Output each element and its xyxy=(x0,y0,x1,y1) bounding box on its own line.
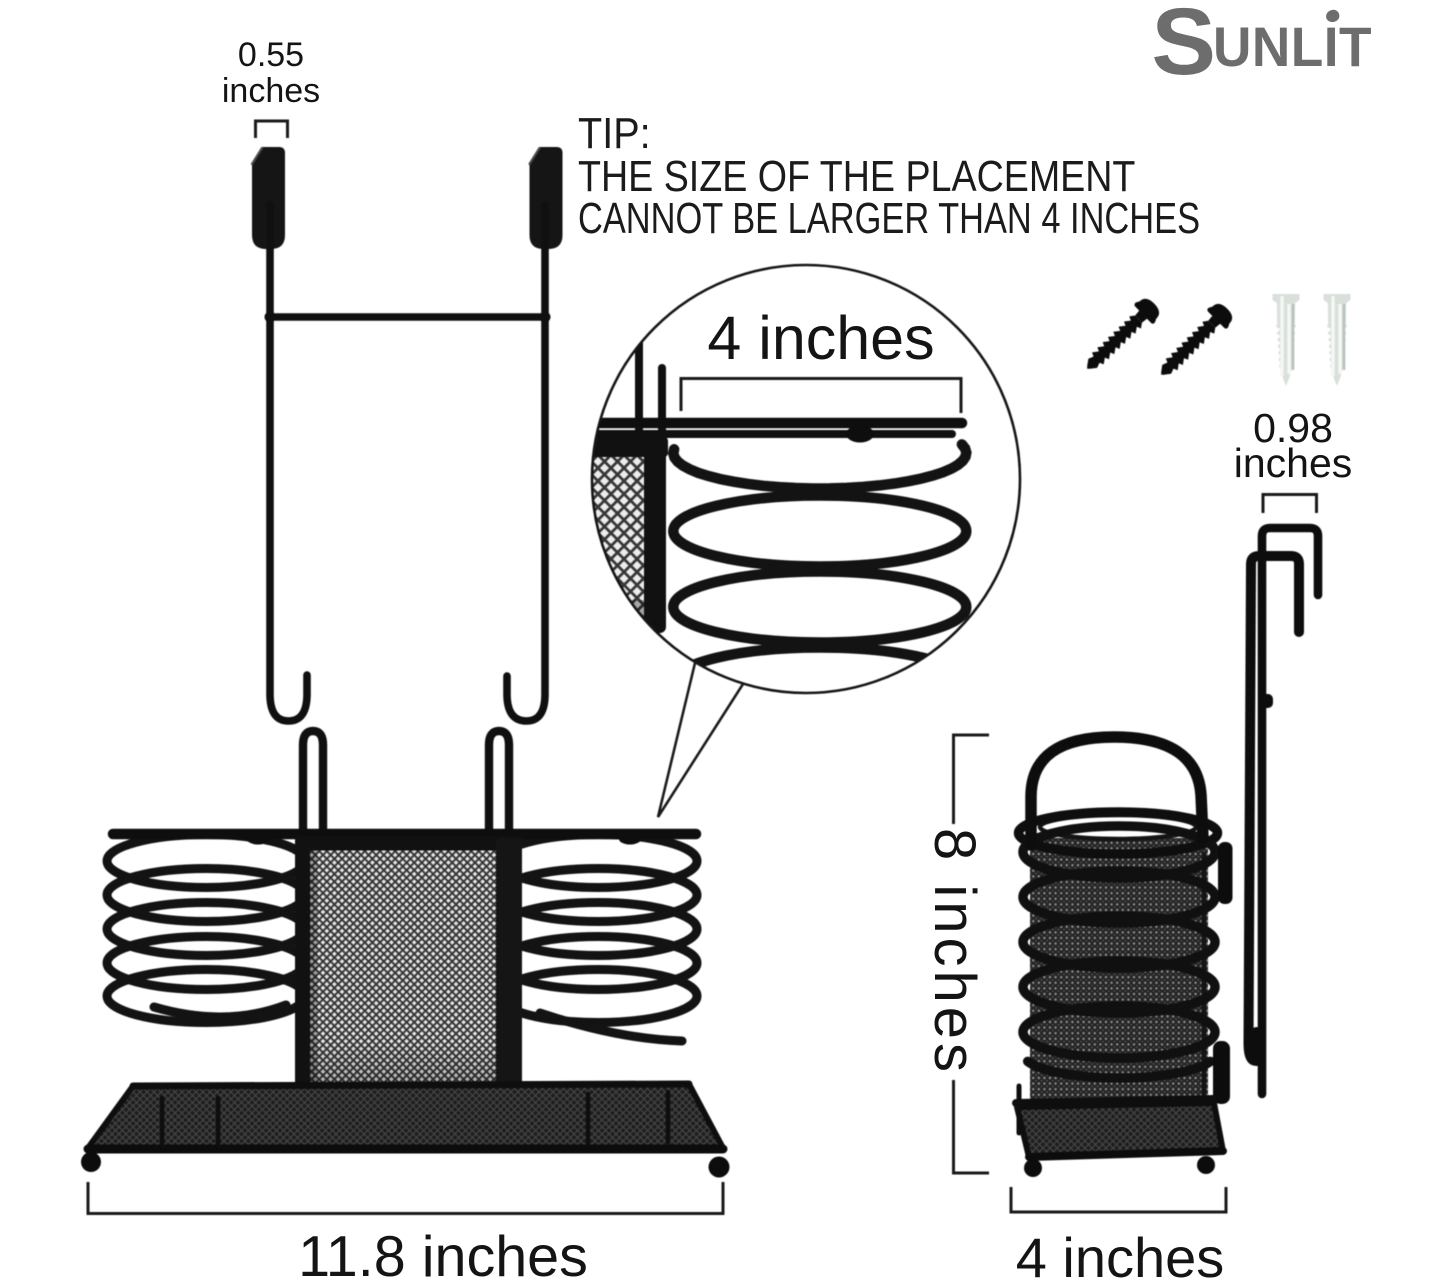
crossbar-joint-left xyxy=(264,311,276,323)
weld-left xyxy=(247,833,269,845)
right-spiral-holder xyxy=(494,830,702,1046)
hanging-hoops xyxy=(298,726,514,835)
logo-letter-s: S xyxy=(1151,0,1216,95)
tray-dividers xyxy=(159,1089,671,1149)
side-view-organizer xyxy=(1012,731,1233,1177)
logo-letter-i: I xyxy=(1324,8,1341,79)
tip-note: TIP: THE SIZE OF THE PLACEMENT CANNOT BE… xyxy=(578,109,1373,243)
label-side-height: 8 inches xyxy=(922,822,987,1082)
door-clearance-value: 0.98 xyxy=(1253,405,1333,451)
label-hook-slot-width: 0.55 inches xyxy=(191,36,351,110)
bracket-side-depth xyxy=(1009,1187,1228,1214)
weld-right xyxy=(619,833,641,845)
inset-weld xyxy=(846,425,874,443)
left-door-bracket xyxy=(252,147,285,249)
bracket-inset-opening xyxy=(679,377,963,413)
logo-letter-t: T xyxy=(1339,15,1373,78)
left-spiral-holder xyxy=(102,830,310,1027)
tip-line2: CANNOT BE LARGER THAN 4 INCHES xyxy=(578,194,1201,243)
front-left-foot xyxy=(81,1152,101,1172)
door-clearance-unit: inches xyxy=(1233,439,1353,486)
label-inset-opening: 4 inches xyxy=(661,304,981,372)
right-door-bracket xyxy=(529,147,563,249)
logo-letters-unl: UNL xyxy=(1213,15,1325,78)
wall-anchor-icon xyxy=(1272,294,1300,386)
side-bottom-rim xyxy=(1012,1095,1217,1107)
tip-heading: TIP: xyxy=(578,109,651,158)
hook-slot-value: 0.55 xyxy=(237,36,305,74)
label-door-clearance: 0.98 inches xyxy=(1212,405,1374,486)
bracket-door-clearance xyxy=(1261,493,1318,513)
base-width-text: 11.8 inches xyxy=(298,1225,588,1280)
wall-anchor-icon xyxy=(1323,294,1351,386)
right-hook-rod xyxy=(503,201,549,725)
front-over-door-hooks xyxy=(250,146,563,725)
screw-icon xyxy=(1087,298,1160,369)
bracket-base-width xyxy=(86,1182,725,1215)
side-rod-hook xyxy=(1257,523,1323,1099)
side-left-foot xyxy=(1024,1159,1042,1177)
dimension-brackets xyxy=(86,119,1318,1215)
hook-slot-unit: inches xyxy=(221,71,321,110)
bracket-side-height xyxy=(952,733,989,1175)
front-organizer xyxy=(81,726,730,1178)
side-height-text: 8 inches xyxy=(922,827,987,1077)
side-hook-nub xyxy=(1259,694,1273,708)
side-handle xyxy=(1025,731,1209,851)
mounting-hardware xyxy=(1087,294,1351,386)
side-view-door-hook xyxy=(1243,523,1323,1099)
screw-icon xyxy=(1161,303,1233,375)
left-hook-rod xyxy=(266,201,311,725)
label-base-width: 11.8 inches xyxy=(243,1226,643,1280)
label-side-depth: 4 inches xyxy=(960,1226,1280,1280)
base-tray xyxy=(81,1080,730,1178)
inset-callout-pointer xyxy=(656,662,745,818)
bracket-hook-slot xyxy=(254,119,289,138)
front-right-foot xyxy=(708,1156,730,1178)
side-coil xyxy=(1018,821,1220,1083)
inset-circle-outline xyxy=(590,263,1022,695)
upper-clip-tab xyxy=(1219,884,1227,903)
lower-clip xyxy=(1213,1041,1230,1104)
side-depth-text: 4 inches xyxy=(1015,1226,1225,1280)
inset-opening-text: 4 inches xyxy=(707,304,935,372)
crossbar-joint-right xyxy=(539,311,551,323)
side-base-tray xyxy=(1014,1100,1227,1161)
side-strap-hook xyxy=(1243,551,1304,1067)
side-top-rim xyxy=(1013,807,1223,859)
tip-line1: THE SIZE OF THE PLACEMENT xyxy=(578,151,1136,201)
side-right-foot xyxy=(1197,1156,1215,1174)
